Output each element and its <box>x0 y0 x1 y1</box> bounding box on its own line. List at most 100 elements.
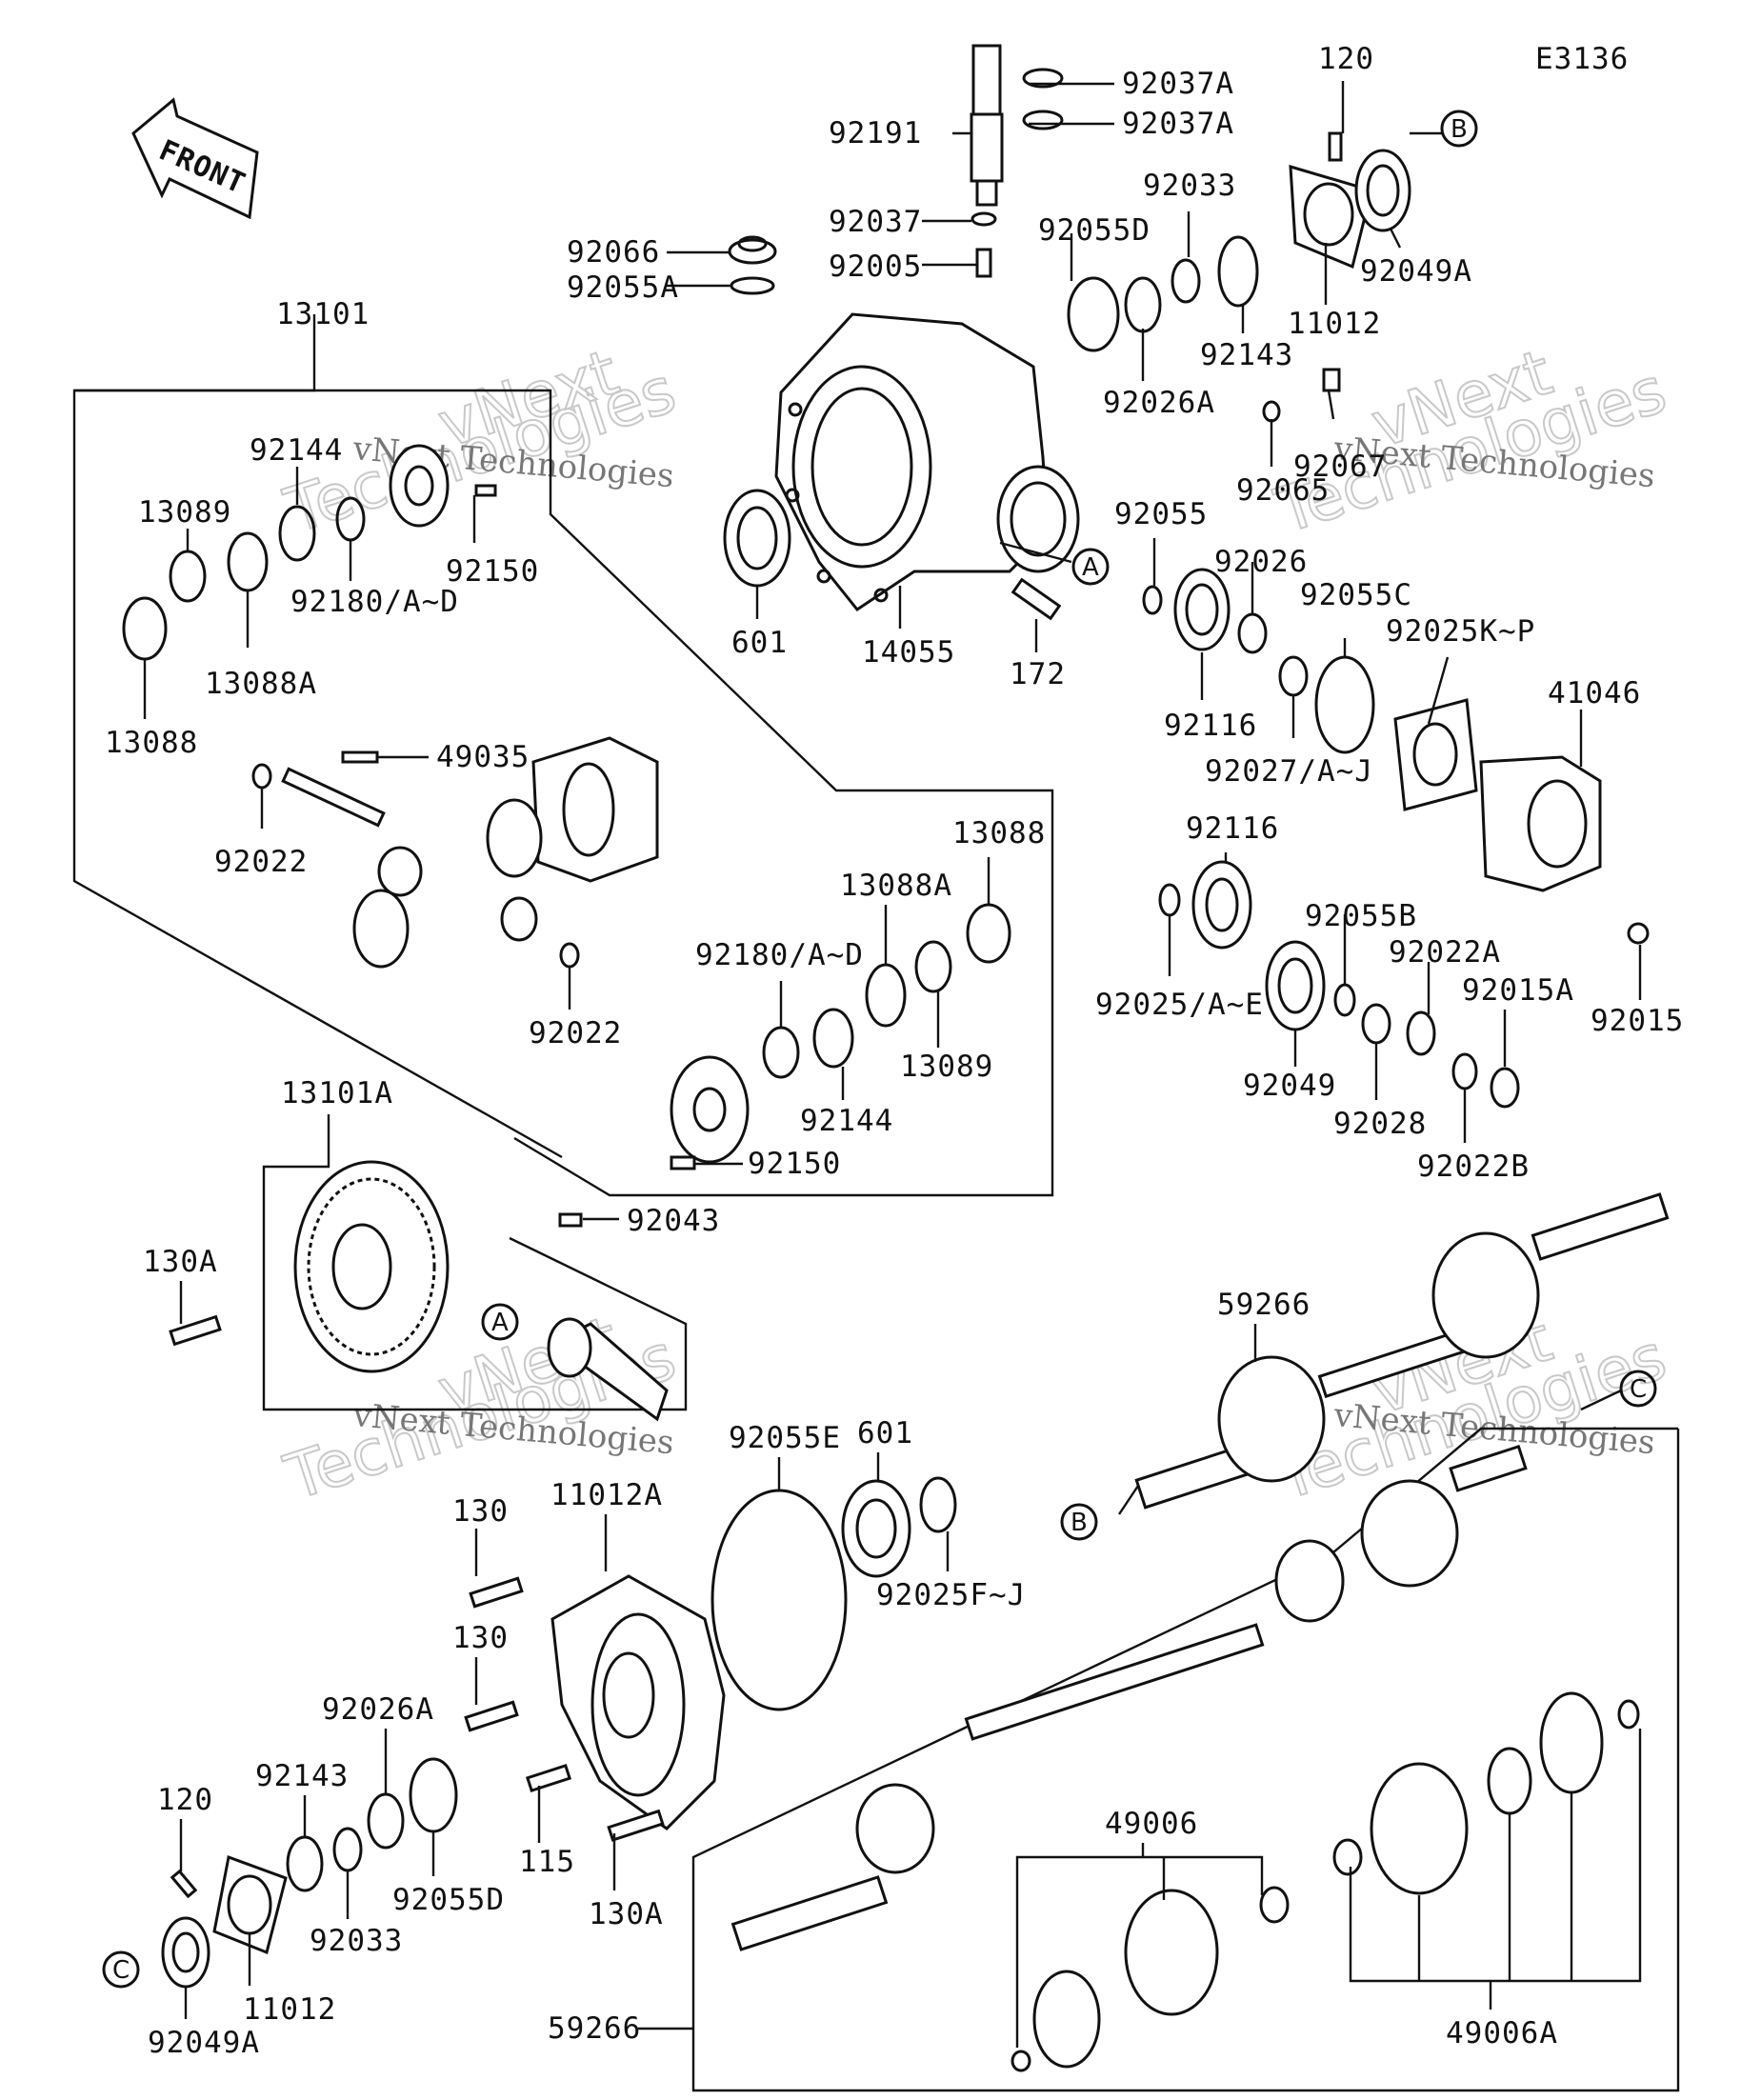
leader-lines <box>143 81 1642 2048</box>
o-ring-92055b <box>1333 983 1356 1017</box>
ref-b-text-1: B <box>1451 115 1468 144</box>
plate-13088a-top <box>227 531 269 592</box>
cover-11012 <box>1289 164 1373 270</box>
label-92055: 92055 <box>1114 497 1208 531</box>
bearing-601-upper <box>723 489 791 588</box>
label-92066: 92066 <box>567 235 660 270</box>
label-601-upper: 601 <box>731 626 788 660</box>
label-92033-top: 92033 <box>1143 169 1236 203</box>
pin-92005 <box>975 248 992 278</box>
label-13088-lower: 13088 <box>952 816 1046 850</box>
bearing-92116-upper <box>1173 568 1231 651</box>
ref-c-circle-2 <box>102 1950 140 1989</box>
label-59266-upper: 59266 <box>1217 1288 1311 1322</box>
label-92180-top: 92180/A~D <box>290 585 459 619</box>
label-92022a: 92022A <box>1389 935 1501 970</box>
bolt-92150-top <box>474 484 497 497</box>
shim-92025f-j <box>919 1476 957 1533</box>
label-59266-lower: 59266 <box>548 2011 641 2046</box>
bearing-92116-lower <box>1191 860 1252 950</box>
shim-92026a-lower <box>367 1792 405 1850</box>
label-120-top: 120 <box>1318 42 1374 76</box>
side-gear-right <box>352 889 410 969</box>
label-92022-right: 92022 <box>529 1016 622 1050</box>
label-92049a-lower: 92049A <box>148 2026 260 2060</box>
label-601-lower: 601 <box>857 1416 913 1450</box>
bolt-92150-lower <box>670 1155 696 1170</box>
ring-92143-top <box>1217 235 1259 308</box>
shift-shaft-92191 <box>970 44 1004 207</box>
label-14055: 14055 <box>862 635 955 670</box>
bolt-92067 <box>1322 368 1341 392</box>
label-13089-top: 13089 <box>138 495 231 530</box>
bolt-130-1 <box>469 1576 524 1609</box>
shim-92025a-e <box>1158 883 1181 917</box>
label-13089-lower: 13089 <box>900 1050 993 1084</box>
side-gear-left <box>486 798 543 878</box>
label-172: 172 <box>1010 657 1066 691</box>
label-92180-lower: 92180/A~D <box>695 938 864 972</box>
pinion-shaft <box>547 1317 669 1422</box>
washer-92022a <box>1406 1010 1436 1056</box>
ref-b-text-2: B <box>1071 1509 1088 1537</box>
label-92028: 92028 <box>1333 1107 1427 1141</box>
label-49035: 49035 <box>436 740 530 774</box>
shim-92022b <box>1451 1052 1478 1090</box>
label-92025f-j: 92025F~J <box>876 1578 1026 1612</box>
label-92026a-lower: 92026A <box>322 1692 434 1727</box>
ref-a-text-2: A <box>491 1309 509 1337</box>
ring-gear-13101a <box>293 1160 450 1373</box>
pinion-gear-1 <box>377 846 423 897</box>
label-92049: 92049 <box>1243 1069 1336 1103</box>
boot-kit-49006 <box>1011 1886 1290 2072</box>
housing-41046 <box>1479 755 1602 892</box>
ref-a-circle-2 <box>481 1303 519 1341</box>
circlip-92033-top <box>1171 258 1201 304</box>
ring-92180-top <box>335 496 366 542</box>
cover-11012-lower <box>212 1854 288 1955</box>
label-92055a: 92055A <box>567 270 679 305</box>
oil-seal-92049 <box>1265 940 1326 1031</box>
label-49006: 49006 <box>1105 1807 1198 1841</box>
collar-92027 <box>1278 655 1309 697</box>
label-130a-top: 130A <box>143 1245 218 1279</box>
label-92037a-1: 92037A <box>1122 67 1234 101</box>
bolt-115 <box>525 1763 572 1793</box>
group-lines <box>72 314 1680 2092</box>
ref-b-circle-1 <box>1440 110 1478 148</box>
shim-92026a-top <box>1124 276 1162 333</box>
part-labels: 92037A 92037A 92191 92037 92005 92066 92… <box>105 42 1683 2060</box>
o-ring-92055c <box>1314 655 1375 754</box>
label-92191: 92191 <box>829 116 922 150</box>
circlip-92037a-2 <box>1022 110 1064 130</box>
cap-92066 <box>728 235 777 265</box>
stud-172 <box>1011 577 1062 621</box>
drive-shaft-59266-lower <box>730 1444 1528 1951</box>
pinion-gear-2 <box>500 896 538 942</box>
label-11012a: 11012A <box>550 1478 663 1512</box>
ring-92180-lower <box>762 1026 800 1079</box>
label-130a-lower: 130A <box>589 1897 664 1931</box>
label-92037a-2: 92037A <box>1122 107 1234 141</box>
label-49006a: 49006A <box>1446 2016 1558 2050</box>
bolt-130a-top <box>169 1314 222 1347</box>
washer-92022-right <box>559 942 580 969</box>
o-ring-92055d-top <box>1067 276 1120 352</box>
plate-13088a-lower <box>865 963 907 1028</box>
label-130-1: 130 <box>452 1494 509 1529</box>
washer-13089-lower <box>914 940 952 993</box>
label-41046: 41046 <box>1548 676 1641 710</box>
label-13088a-top: 13088A <box>205 667 317 701</box>
plate-13088-lower <box>966 903 1011 964</box>
label-13088a-lower: 13088A <box>840 869 952 903</box>
circlip-92033-lower <box>332 1827 363 1872</box>
label-92055d-top: 92055D <box>1038 213 1151 248</box>
shim-92025k-p <box>1393 698 1478 811</box>
bolt-130a-lower <box>607 1809 665 1842</box>
label-92037: 92037 <box>829 205 922 239</box>
o-ring-92055e <box>710 1489 848 1711</box>
collar-92028 <box>1361 1003 1391 1045</box>
label-120-lower: 120 <box>157 1783 213 1817</box>
ref-markers: A A B B C C <box>102 110 1657 1989</box>
spring-92144-top <box>278 505 316 562</box>
